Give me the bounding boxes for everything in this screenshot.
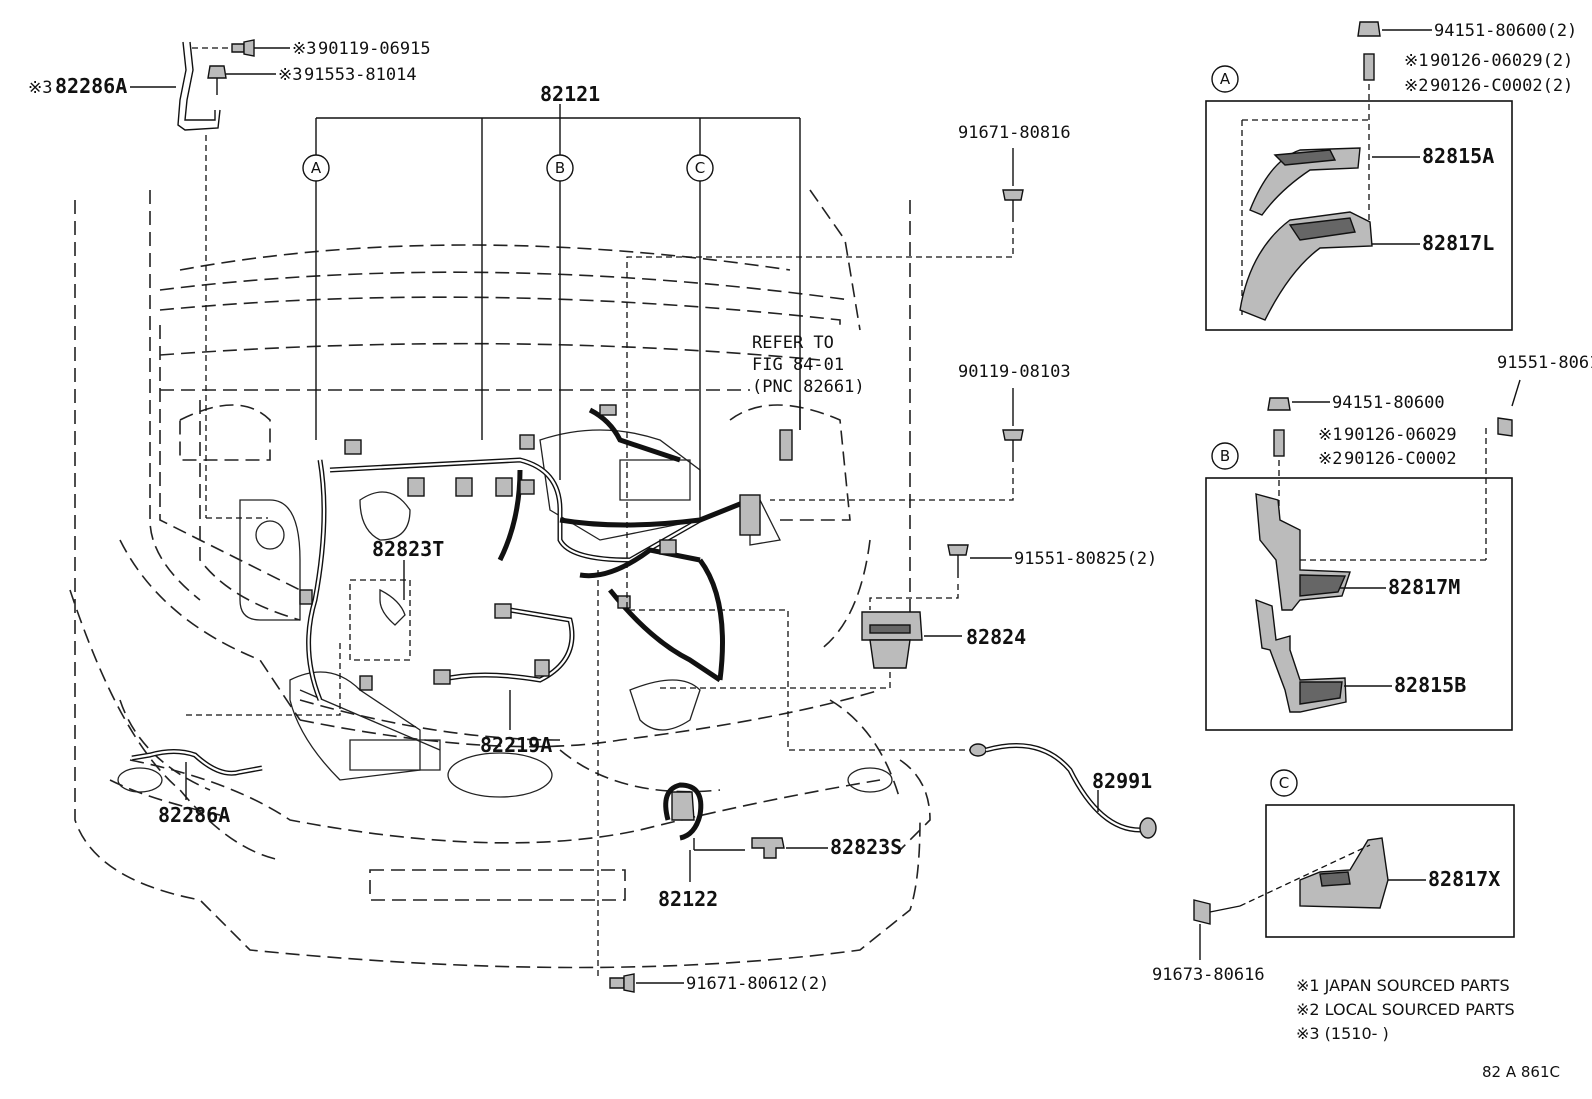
label-82286a-top: 82286A (55, 74, 127, 98)
refer-line3: (PNC 82661) (752, 377, 865, 397)
label-82121: 82121 (540, 82, 600, 106)
figure-code: 82 A 861C (1482, 1063, 1560, 1081)
label-b-stud2-mark: ※2 (1318, 449, 1342, 469)
label-82824: 82824 (966, 625, 1026, 649)
label-91551-80612: 91551-80612 (1497, 353, 1592, 373)
detail-c: C (1193, 769, 1515, 960)
label-82286a-mark: ※3 (28, 78, 52, 98)
label-82815b: 82815B (1394, 673, 1466, 697)
refer-line1: REFER TO (752, 333, 834, 353)
car-body-outline (69, 189, 931, 969)
label-90119-06915: 90119-06915 (318, 39, 431, 59)
label-91553-81014: 91553-81014 (304, 65, 417, 85)
detail-b-letter: B (1220, 447, 1230, 465)
marker-c-text: C (695, 159, 705, 177)
label-90126-06029-2: 90126-06029(2) (1430, 51, 1573, 71)
label-a-stud2-mark: ※2 (1404, 76, 1428, 96)
connector-82823s (663, 782, 828, 882)
label-82122: 82122 (658, 887, 718, 911)
detail-a-letter: A (1220, 70, 1231, 88)
ground-wire-82991 (969, 743, 1157, 839)
label-82823s: 82823S (830, 835, 902, 859)
label-90126-c0002: 90126-C0002 (1344, 449, 1457, 469)
label-b-stud1-mark: ※1 (1318, 425, 1342, 445)
label-91673-80616: 91673-80616 (1152, 965, 1265, 985)
label-82817x: 82817X (1428, 867, 1500, 891)
bolt-91671-80612 (597, 570, 684, 993)
detail-b: B (1205, 379, 1521, 731)
relay-82824 (660, 544, 1012, 689)
label-94151-80600: 94151-80600 (1332, 393, 1445, 413)
clamp-top-82286a (130, 39, 290, 519)
label-82817m: 82817M (1388, 575, 1460, 599)
label-90126-c0002-2: 90126-C0002(2) (1430, 76, 1573, 96)
refer-line2: FIG 84-01 (752, 355, 844, 375)
marker-b-text: B (555, 159, 565, 177)
label-91553-81014-mark: ※3 (278, 65, 302, 85)
legend-note3: ※3 (1510- ) (1296, 1024, 1389, 1043)
label-82991: 82991 (1092, 769, 1152, 793)
legend-note2: ※2 LOCAL SOURCED PARTS (1296, 1000, 1515, 1019)
label-91671-80612: 91671-80612(2) (686, 974, 829, 994)
bolt-91671-80816 (626, 148, 1024, 751)
label-82823t: 82823T (372, 537, 444, 561)
sensor-82823t (349, 560, 411, 661)
label-a-stud1-mark: ※1 (1404, 51, 1428, 71)
clamp-front-82286a (131, 640, 341, 800)
marker-c-main: C (686, 154, 714, 182)
detail-a: A (1205, 21, 1513, 331)
marker-b-main: B (546, 154, 574, 182)
marker-a-text: A (311, 159, 322, 177)
harness-82121-leader (315, 104, 801, 510)
label-82815a: 82815A (1422, 144, 1494, 168)
label-82286a-front: 82286A (158, 803, 230, 827)
label-91551-80825: 91551-80825(2) (1014, 549, 1157, 569)
label-94151-80600-2: 94151-80600(2) (1434, 21, 1577, 41)
label-90119-08103: 90119-08103 (958, 362, 1071, 382)
label-82219a: 82219A (480, 733, 552, 757)
marker-a-main: A (302, 154, 330, 182)
label-91671-80816: 91671-80816 (958, 123, 1071, 143)
legend-note1: ※1 JAPAN SOURCED PARTS (1296, 976, 1510, 995)
label-82817l: 82817L (1422, 231, 1494, 255)
bolt-90119-08103 (770, 388, 1024, 501)
detail-c-letter: C (1279, 774, 1289, 792)
label-90119-06915-mark: ※3 (292, 39, 316, 59)
label-90126-06029: 90126-06029 (1344, 425, 1457, 445)
